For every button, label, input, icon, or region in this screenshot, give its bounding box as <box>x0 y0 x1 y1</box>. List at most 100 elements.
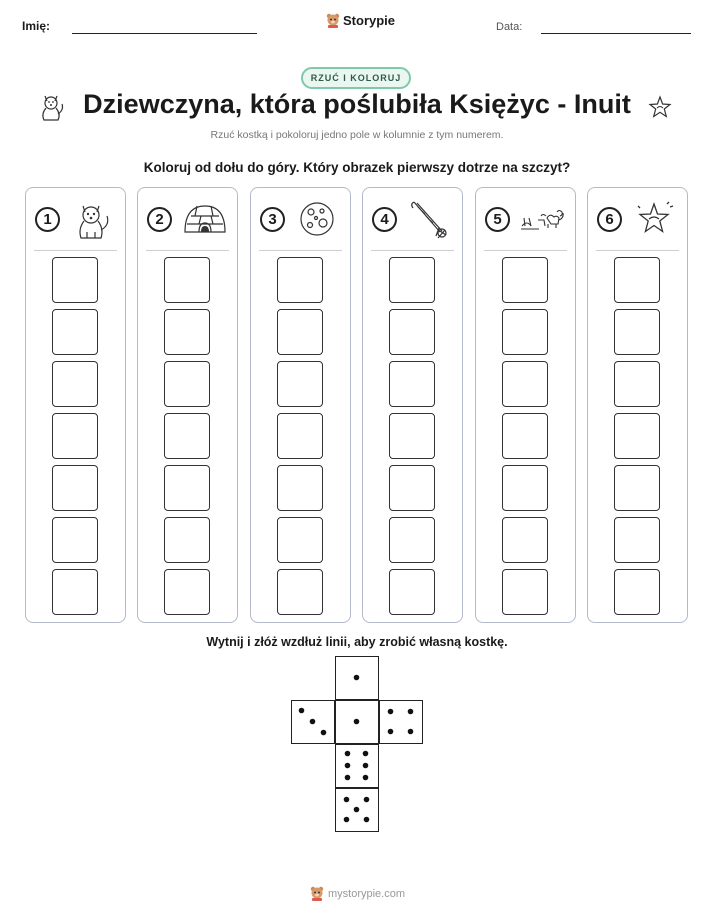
dice-face <box>335 744 379 788</box>
name-label: Imię: <box>22 19 51 33</box>
color-box[interactable] <box>614 413 660 459</box>
column-divider <box>596 250 679 251</box>
dice-column-4: 4 <box>362 187 463 623</box>
star-icon <box>648 95 672 118</box>
dice-column-6: 6 <box>587 187 688 623</box>
color-box[interactable] <box>389 413 435 459</box>
color-box[interactable] <box>52 361 98 407</box>
column-number: 3 <box>260 207 285 232</box>
color-box[interactable] <box>277 465 323 511</box>
color-box[interactable] <box>52 413 98 459</box>
dog-sled-icon <box>521 209 564 230</box>
dice-face <box>291 700 335 744</box>
cut-instruction: Wytnij i złóż wzdłuż linii, aby zrobić w… <box>206 635 508 649</box>
pip <box>320 729 327 736</box>
color-box[interactable] <box>614 517 660 563</box>
bear-logo-icon <box>310 886 324 901</box>
color-box[interactable] <box>277 569 323 615</box>
dice-pips <box>343 796 370 823</box>
color-box[interactable] <box>389 257 435 303</box>
column-number: 2 <box>147 207 172 232</box>
name-line <box>72 33 257 34</box>
igloo-icon <box>184 205 226 233</box>
brand-logo: Storypie <box>326 13 395 28</box>
dice-column-3: 3 <box>250 187 351 623</box>
color-box[interactable] <box>614 465 660 511</box>
column-number: 5 <box>485 207 510 232</box>
page-title: Dziewczyna, która poślubiła Księżyc - In… <box>83 89 631 119</box>
pip <box>362 774 369 781</box>
color-box[interactable] <box>389 465 435 511</box>
pip <box>309 718 316 725</box>
color-box[interactable] <box>164 465 210 511</box>
subtitle: Rzuć kostką i pokoloruj jedno pole w kol… <box>210 129 504 141</box>
color-box[interactable] <box>277 309 323 355</box>
color-box[interactable] <box>52 517 98 563</box>
dice-pips <box>353 674 360 681</box>
pip <box>344 762 351 769</box>
column-divider <box>484 250 567 251</box>
dice-face <box>335 656 379 700</box>
dog-icon <box>79 205 109 239</box>
color-box[interactable] <box>277 413 323 459</box>
column-number: 1 <box>35 207 60 232</box>
color-box[interactable] <box>164 413 210 459</box>
color-box[interactable] <box>502 517 548 563</box>
dice-column-2: 2 <box>137 187 238 623</box>
date-label: Data: <box>496 21 523 33</box>
color-box[interactable] <box>52 309 98 355</box>
color-box[interactable] <box>52 569 98 615</box>
color-box[interactable] <box>502 361 548 407</box>
pip <box>353 674 360 681</box>
column-divider <box>146 250 229 251</box>
color-box[interactable] <box>502 569 548 615</box>
date-line <box>541 33 691 34</box>
harpoon-icon <box>411 201 447 239</box>
dice-pips <box>344 750 369 781</box>
color-box[interactable] <box>389 361 435 407</box>
color-box[interactable] <box>164 517 210 563</box>
color-box[interactable] <box>614 309 660 355</box>
color-box[interactable] <box>164 257 210 303</box>
color-box[interactable] <box>277 257 323 303</box>
dice-face <box>379 700 423 744</box>
color-box[interactable] <box>502 413 548 459</box>
color-box[interactable] <box>614 569 660 615</box>
pip <box>344 774 351 781</box>
dice-column-5: 5 <box>475 187 576 623</box>
color-box[interactable] <box>164 361 210 407</box>
color-box[interactable] <box>389 569 435 615</box>
color-box[interactable] <box>389 517 435 563</box>
dice-face <box>335 700 379 744</box>
coloring-instruction: Koloruj od dołu do góry. Który obrazek p… <box>143 160 571 175</box>
color-box[interactable] <box>277 361 323 407</box>
activity-badge: RZUĆ I KOLORUJ <box>301 67 411 89</box>
pip <box>353 806 360 813</box>
color-box[interactable] <box>164 309 210 355</box>
dice-face <box>335 788 379 832</box>
column-divider <box>259 250 342 251</box>
color-box[interactable] <box>389 309 435 355</box>
dog-icon <box>42 95 64 121</box>
pip <box>353 718 360 725</box>
color-box[interactable] <box>502 309 548 355</box>
pip <box>407 708 414 715</box>
color-box[interactable] <box>502 465 548 511</box>
color-box[interactable] <box>52 465 98 511</box>
color-box[interactable] <box>52 257 98 303</box>
dice-pips <box>387 708 414 735</box>
color-box[interactable] <box>614 361 660 407</box>
color-box[interactable] <box>277 517 323 563</box>
dice-pips <box>298 707 327 736</box>
color-box[interactable] <box>502 257 548 303</box>
color-box[interactable] <box>164 569 210 615</box>
pip <box>362 750 369 757</box>
column-divider <box>371 250 454 251</box>
dice-pips <box>353 718 360 725</box>
pip <box>387 708 394 715</box>
bear-logo-icon <box>326 13 340 28</box>
brand-name: Storypie <box>343 13 396 28</box>
pip <box>343 796 350 803</box>
dice-column-1: 1 <box>25 187 126 623</box>
color-box[interactable] <box>614 257 660 303</box>
